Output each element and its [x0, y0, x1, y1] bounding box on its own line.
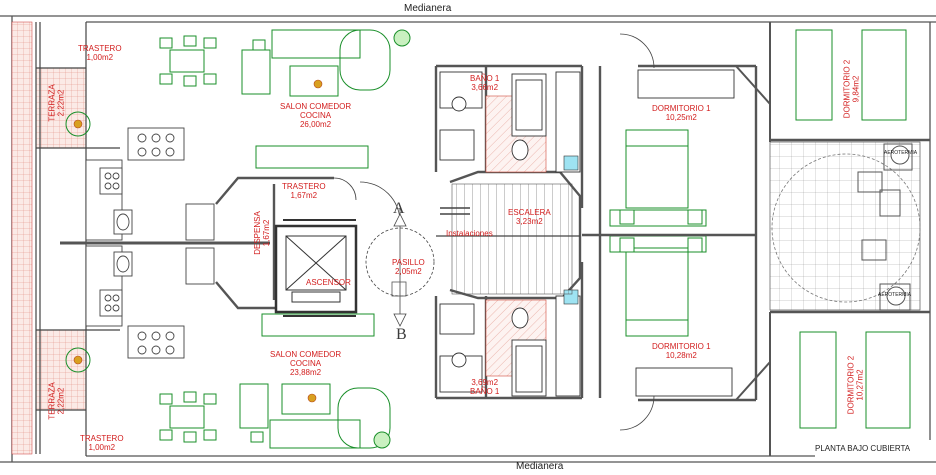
room-label-instalaciones: Instalaciones	[446, 229, 493, 238]
room-area: 2,22m2	[56, 89, 66, 117]
room-name-2: COCINA	[290, 359, 322, 368]
staircase-steps	[451, 183, 573, 295]
room-label-dormitorio1-bottom: DORMITORIO 1 10,28m2	[652, 342, 711, 360]
room-label-pasillo: PASILLO 2,05m2	[392, 258, 425, 276]
room-label-terraza-bottom: TERRAZA 2,22m2	[48, 382, 66, 419]
section-mark-a: A	[393, 200, 405, 217]
room-area: 10,28m2	[665, 351, 697, 360]
room-area: 3,69m2	[471, 378, 499, 387]
room-name: Instalaciones	[446, 229, 493, 238]
room-name: BAÑO 1	[470, 387, 500, 396]
room-name: PASILLO	[392, 258, 425, 267]
room-area: 3,23m2	[516, 217, 543, 226]
room-area: 23,88m2	[289, 368, 322, 377]
room-label-dormitorio1-top: DORMITORIO 1 10,25m2	[652, 104, 711, 122]
room-name: ASCENSOR	[306, 278, 351, 287]
room-area: 1,67m2	[290, 191, 318, 200]
room-area: 10,27m2	[855, 369, 865, 401]
room-label-ascensor: ASCENSOR	[306, 278, 351, 287]
room-name: TRASTERO	[78, 44, 122, 53]
room-name: TERRAZA	[47, 84, 57, 122]
room-name: DORMITORIO 2	[846, 355, 856, 415]
room-label-despensa: DESPENSA 1,67m2	[253, 211, 271, 255]
medianera-bottom-label: Medianera	[516, 461, 564, 472]
room-name: DORMITORIO 1	[652, 104, 711, 113]
room-name: DORMITORIO 2	[842, 59, 852, 119]
room-name: DESPENSA	[252, 211, 262, 255]
room-name-2: COCINA	[300, 111, 332, 120]
elevator	[274, 224, 358, 314]
room-name: SALON COMEDOR	[270, 350, 342, 359]
room-label-dormitorio2-bottom: DORMITORIO 2 10,27m2	[846, 356, 864, 415]
room-area: 1,67m2	[261, 219, 271, 247]
room-label-terraza-top: TERRAZA 2,22m2	[48, 84, 66, 121]
furniture-green	[65, 29, 911, 449]
room-label-bano-bottom: 3,69m2 BAÑO 1	[470, 378, 499, 396]
room-label-salon-top: SALON COMEDOR COCINA 26,00m2	[280, 102, 351, 129]
aerotermia-bottom-label: AEROTERMIA	[878, 292, 912, 298]
room-area: 26,00m2	[299, 120, 332, 129]
room-name: DORMITORIO 1	[652, 342, 711, 351]
room-name: TRASTERO	[282, 182, 326, 191]
room-label-trastero-bottom: TRASTERO 1,00m2	[80, 434, 124, 452]
room-area: 2,05m2	[395, 267, 422, 276]
room-name: SALON COMEDOR	[280, 102, 352, 111]
room-area: 10,25m2	[665, 113, 697, 122]
room-label-salon-bottom: SALON COMEDOR COCINA 23,88m2	[270, 350, 341, 377]
section-mark-b: B	[396, 326, 407, 343]
room-label-bano-top: BAÑO 1 3,66m2	[470, 74, 499, 92]
room-label-trastero-top: TRASTERO 1,00m2	[78, 44, 122, 62]
room-label-escalera: ESCALERA 3,23m2	[508, 208, 551, 226]
room-name: TERRAZA	[47, 382, 57, 420]
room-name: ESCALERA	[508, 208, 551, 217]
room-area: 1,00m2	[86, 53, 114, 62]
terrace-strip-left	[11, 21, 33, 455]
room-label-trastero-mid: TRASTERO 1,67m2	[282, 182, 326, 200]
room-area: 9,84m2	[851, 75, 861, 103]
room-name: TRASTERO	[80, 434, 124, 443]
medianera-top-label: Medianera	[404, 3, 452, 14]
room-name: BAÑO 1	[470, 74, 500, 83]
room-area: 3,66m2	[471, 83, 499, 92]
kitchen-units	[85, 127, 215, 359]
aerotermia-top-label: AEROTERMIA	[884, 150, 918, 156]
room-area: 2,22m2	[56, 387, 66, 415]
room-label-dormitorio2-top: DORMITORIO 2 9,84m2	[842, 60, 860, 119]
room-area: 1,00m2	[88, 443, 116, 452]
patio-grid	[769, 141, 921, 311]
floor-title-label: PLANTA BAJO CUBIERTA	[815, 444, 911, 453]
